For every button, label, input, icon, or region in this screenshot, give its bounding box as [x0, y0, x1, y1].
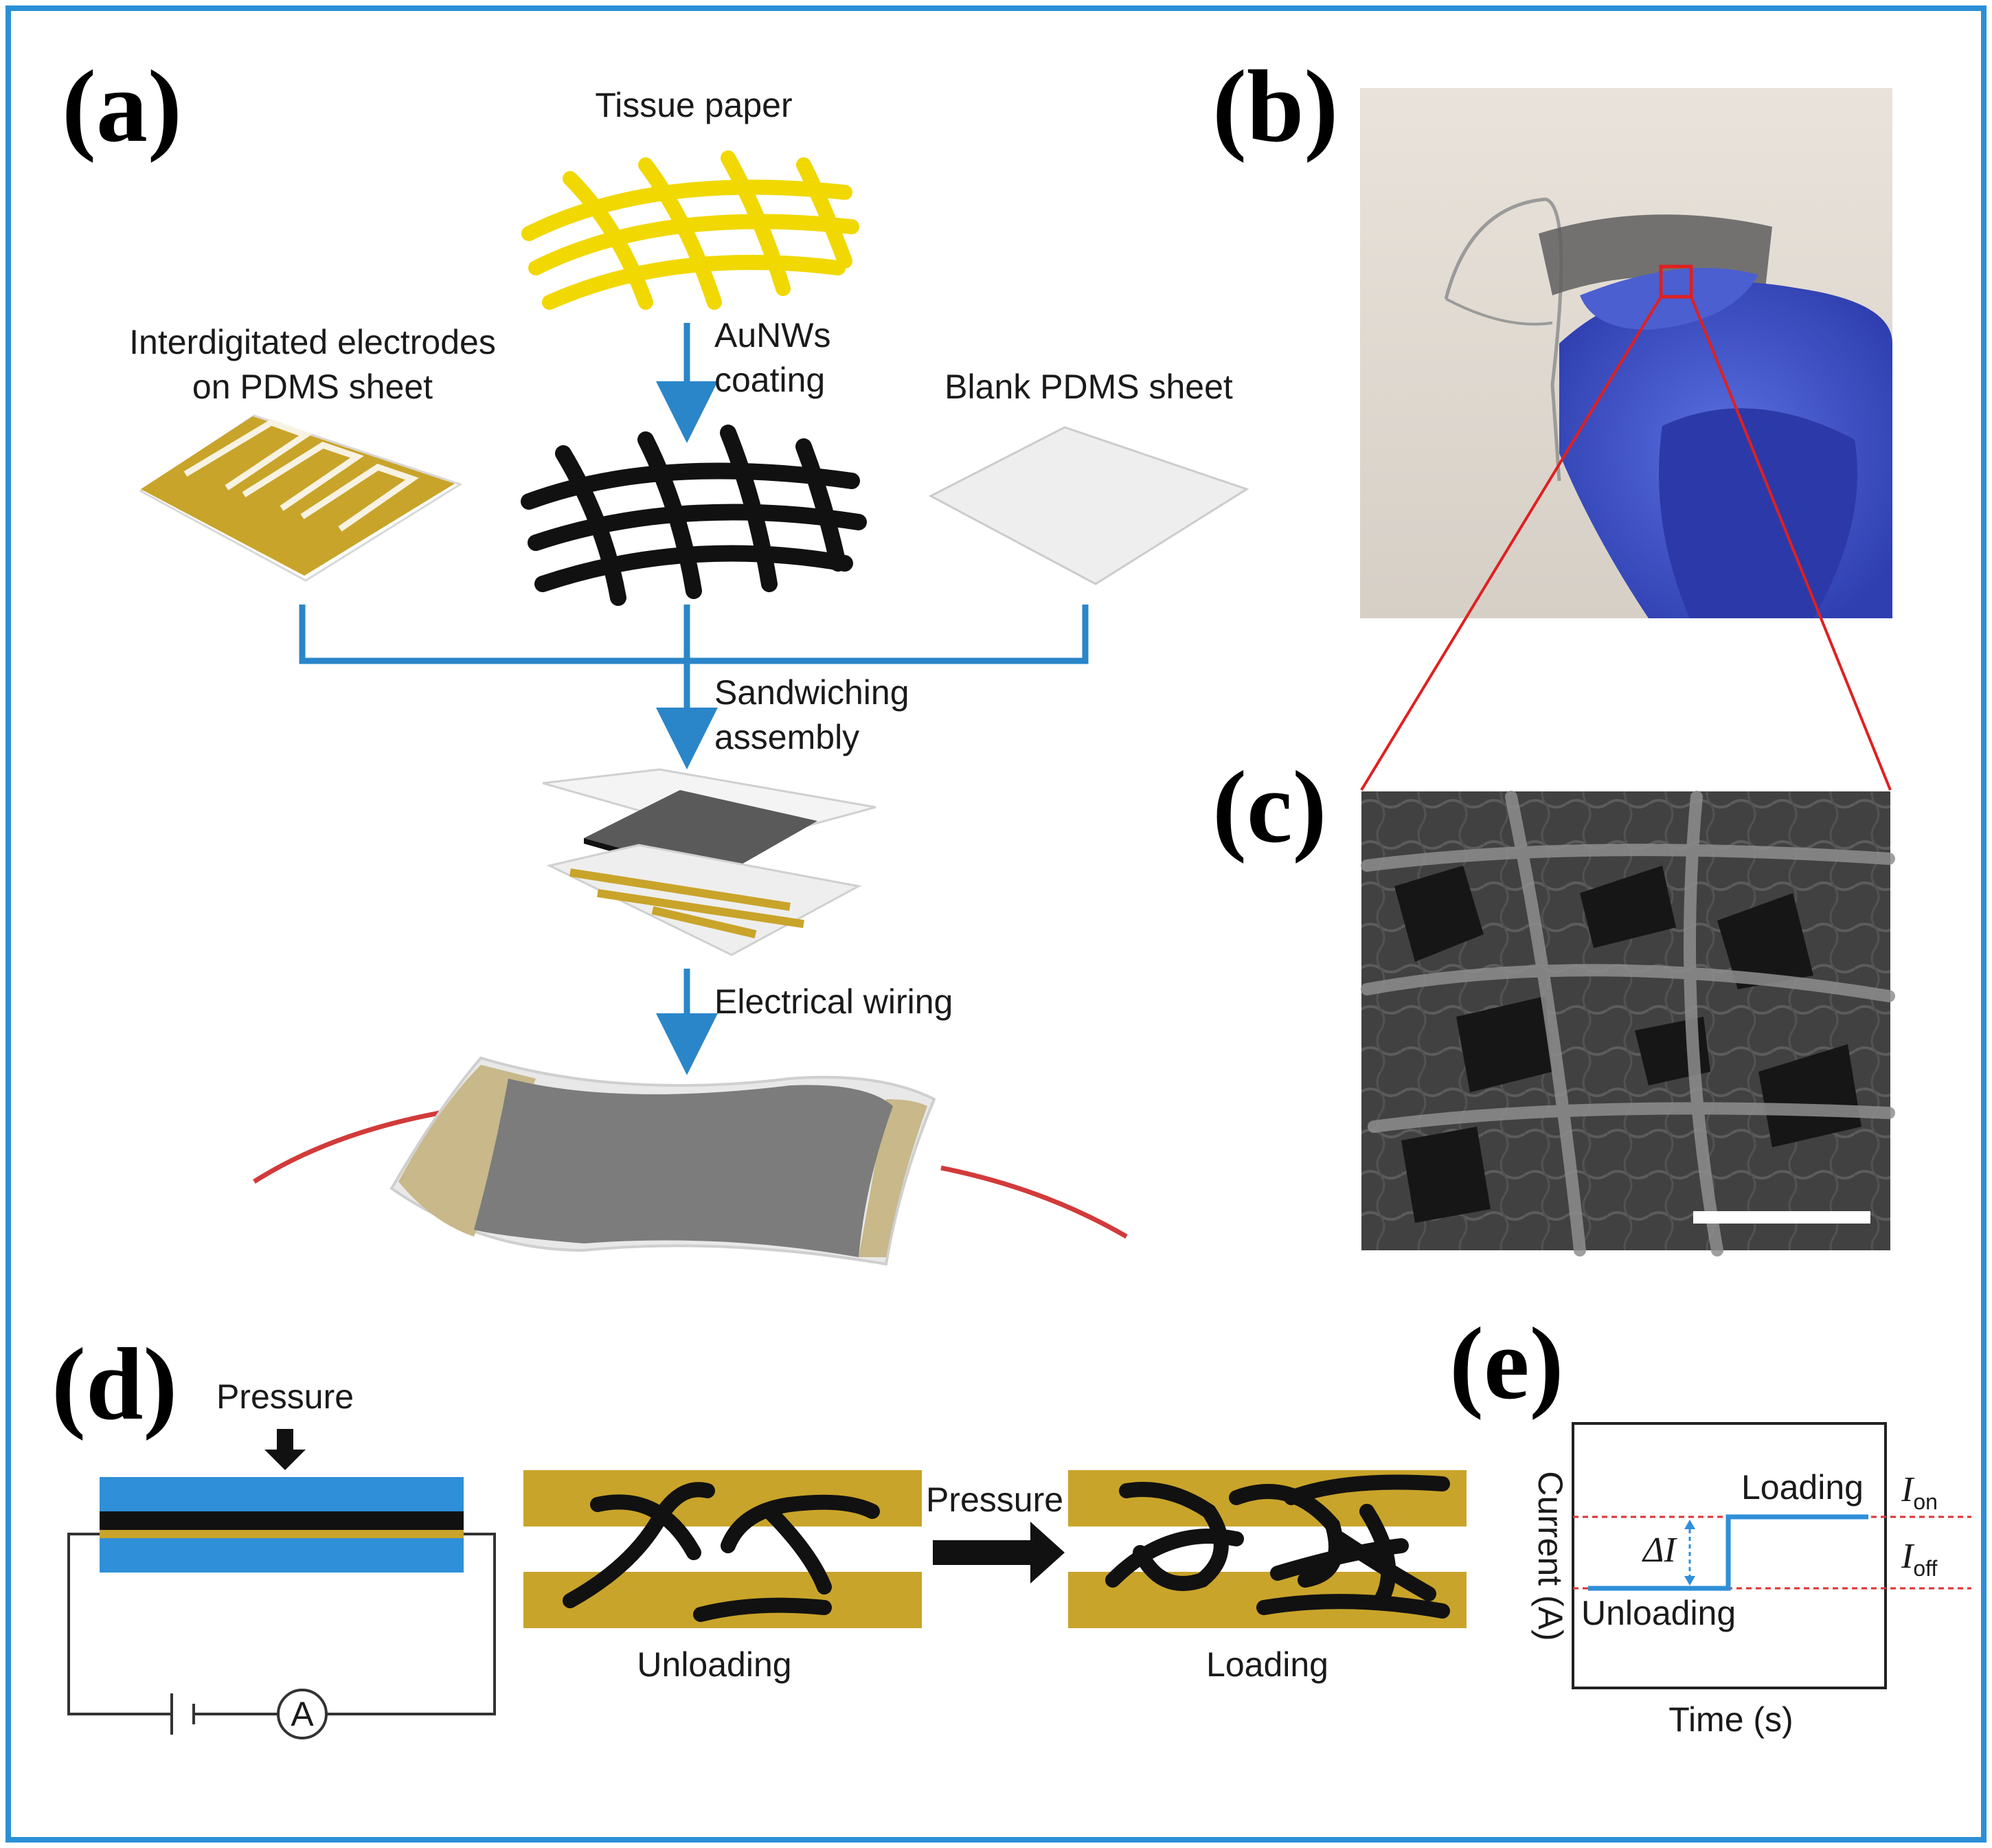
loading-state: [1068, 1470, 1467, 1628]
x-axis-label: Time (s): [1668, 1700, 1793, 1739]
scale-bar: [1693, 1211, 1870, 1224]
figure-frame: [5, 5, 1987, 1843]
ion-label-main: I: [1901, 1470, 1915, 1509]
panel-d: (d) Pressure A: [52, 1327, 1467, 1739]
electrodes-label-line2: on PDMS sheet: [192, 368, 433, 406]
pressure-mid-label: Pressure: [926, 1480, 1063, 1519]
coating-label-line1: AuNWs: [714, 316, 830, 354]
y-axis-label: Current (A): [1531, 1471, 1570, 1641]
step-loading-label: Loading: [1741, 1468, 1864, 1507]
current-step-series: [1588, 1514, 1868, 1591]
delta-arrow-up: [1684, 1520, 1695, 1529]
unloading-label: Unloading: [637, 1645, 791, 1684]
electrodes-label-line1: Interdigitated electrodes: [129, 323, 496, 361]
unloading-state: [523, 1470, 922, 1628]
delta-arrow-down: [1684, 1576, 1695, 1586]
ioff-label-sub: off: [1913, 1556, 1937, 1581]
tissue-paper-label: Tissue paper: [595, 86, 792, 124]
assembly-bracket: [299, 605, 1089, 664]
panel-e: (e) Current (A) Time (s) ΔI Loading Unlo…: [1449, 1307, 1971, 1739]
sem-image: [1361, 791, 1895, 1257]
delta-label: ΔI: [1642, 1531, 1678, 1570]
panel-a-label: (a): [62, 49, 182, 164]
panel-b: (b): [1212, 49, 1892, 791]
ammeter-icon: [277, 1689, 328, 1739]
coating-label-line2: coating: [714, 361, 825, 399]
wired-device: [253, 1056, 1128, 1266]
sandwich-assembly: [542, 768, 876, 956]
panel-a: (a) Tissue paper AuNWs coating Interdigi…: [62, 49, 1249, 1266]
blank-pdms-sheet: [928, 426, 1249, 585]
sandwich-label-line2: assembly: [714, 718, 859, 756]
panel-e-label: (e): [1449, 1307, 1563, 1421]
ioff-label-main: I: [1901, 1537, 1915, 1576]
loading-label: Loading: [1206, 1645, 1328, 1684]
wiring-label: Electrical wiring: [714, 982, 953, 1021]
zoom-line-right: [1690, 296, 1892, 791]
pressure-top-label: Pressure: [216, 1377, 354, 1416]
panel-c-label: (c): [1212, 750, 1326, 864]
zoom-line-left: [1360, 295, 1662, 791]
pressure-right-arrow: [933, 1522, 1065, 1584]
zoom-marker: [1659, 264, 1693, 299]
circuit-wires: [67, 1533, 496, 1735]
panel-b-label: (b): [1212, 49, 1338, 164]
ammeter-label: A: [291, 1695, 314, 1733]
sandwich-label-line1: Sandwiching: [714, 673, 909, 712]
coated-fiber-mesh: [521, 425, 867, 606]
ion-label-sub: on: [1913, 1489, 1938, 1514]
tissue-paper-mesh: [521, 150, 859, 310]
ioff-label: Ioff: [1901, 1537, 1937, 1581]
ion-label: Ion: [1901, 1470, 1938, 1514]
blank-pdms-label: Blank PDMS sheet: [944, 368, 1233, 406]
sensor-cross-section: [100, 1477, 464, 1573]
step-unloading-label: Unloading: [1581, 1594, 1736, 1632]
interdigitated-electrode-sheet: [139, 414, 463, 582]
panel-d-label: (d): [52, 1327, 177, 1441]
panel-c: (c): [1212, 750, 1895, 1257]
pressure-down-arrow: [264, 1429, 306, 1470]
